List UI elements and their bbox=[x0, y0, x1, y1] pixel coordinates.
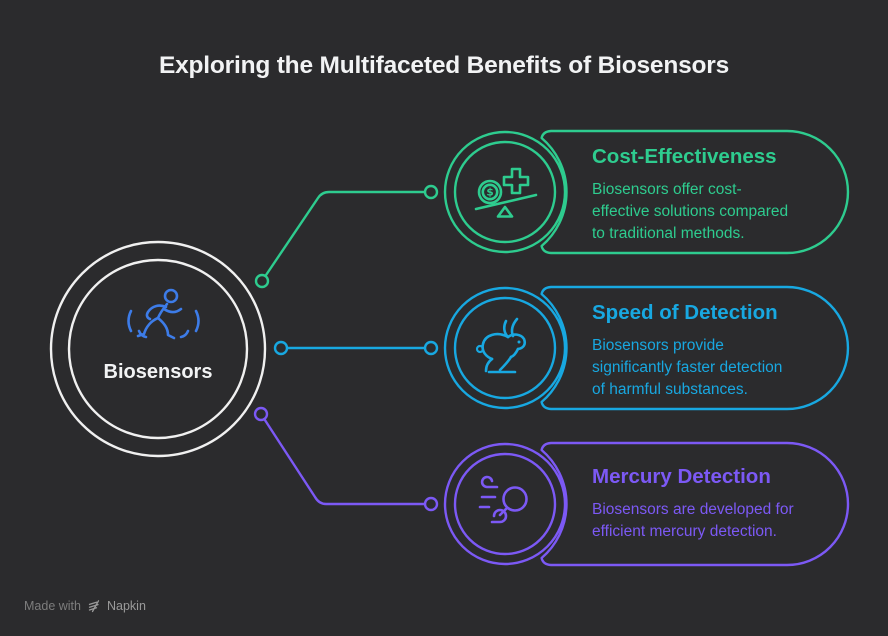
made-with-label: Made with bbox=[24, 599, 81, 613]
center-label: Biosensors bbox=[103, 361, 213, 383]
card-body-line: efficient mercury detection. bbox=[592, 522, 777, 540]
card-body-line: to traditional methods. bbox=[592, 224, 745, 242]
magnifier-wind-icon bbox=[478, 475, 528, 524]
card-mercury-detection: Mercury Detection Biosensors are develop… bbox=[592, 464, 842, 543]
card-body-line: of harmful substances. bbox=[592, 380, 748, 398]
running-person-icon bbox=[127, 288, 200, 340]
connector-node bbox=[253, 406, 269, 422]
card-body: Biosensors provide significantly faster … bbox=[592, 335, 842, 400]
card-title: Mercury Detection bbox=[592, 465, 771, 488]
footer-credit: Made with Napkin bbox=[24, 599, 146, 613]
card-body-line: effective solutions compared bbox=[592, 202, 789, 220]
connector-node bbox=[423, 184, 439, 200]
connector-node bbox=[423, 496, 439, 512]
card-title: Cost-Effectiveness bbox=[592, 145, 777, 168]
card-outline-cost-effectiveness bbox=[443, 129, 850, 255]
card-outline-speed-of-detection bbox=[443, 285, 850, 411]
card-speed-of-detection: Speed of Detection Biosensors provide si… bbox=[592, 300, 842, 400]
connector-mercury-detection bbox=[253, 406, 439, 512]
card-outline-mercury-detection bbox=[443, 441, 850, 567]
dollar-sign-glyph: $ bbox=[486, 187, 493, 199]
card-body-line: Biosensors are developed for bbox=[592, 501, 794, 518]
connector-cost-effectiveness bbox=[254, 184, 439, 289]
napkin-logo-icon bbox=[88, 600, 100, 613]
connector-speed-of-detection bbox=[273, 340, 439, 356]
card-body: Biosensors offer cost- effective solutio… bbox=[592, 179, 842, 244]
central-circle bbox=[49, 240, 267, 458]
card-body-line: significantly faster detection bbox=[592, 358, 783, 376]
card-body-line: Biosensors offer cost- bbox=[592, 181, 742, 198]
rabbit-icon bbox=[475, 317, 527, 374]
connector-node bbox=[273, 340, 289, 356]
connector-node bbox=[423, 340, 439, 356]
money-scale-icon: $ bbox=[474, 167, 538, 218]
card-body-line: Biosensors provide bbox=[592, 337, 724, 354]
card-body: Biosensors are developed for efficient m… bbox=[592, 499, 842, 543]
connector-node bbox=[254, 273, 270, 289]
card-cost-effectiveness: Cost-Effectiveness Biosensors offer cost… bbox=[592, 144, 842, 244]
brand-label: Napkin bbox=[106, 599, 146, 613]
card-title: Speed of Detection bbox=[592, 301, 778, 324]
page-title: Exploring the Multifaceted Benefits of B… bbox=[158, 52, 730, 79]
